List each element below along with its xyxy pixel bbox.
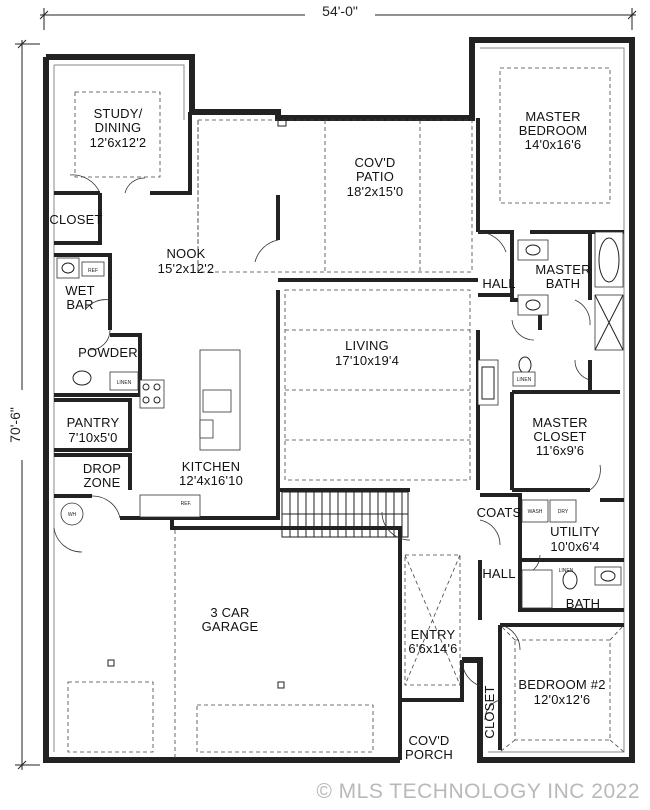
- dry-label: DRY: [558, 509, 569, 515]
- master-closet-name-2: CLOSET: [533, 429, 586, 444]
- hall-master-label: HALL: [482, 276, 515, 291]
- entry-size: 6'6x14'6: [408, 641, 457, 656]
- patio-size: 18'2x15'0: [347, 184, 404, 199]
- fixtures: [56, 117, 624, 689]
- width-dimension: 54'-0": [322, 3, 358, 19]
- wash-label: WASH: [528, 509, 543, 515]
- garage-name-2: GARAGE: [202, 619, 259, 634]
- exterior-walls: [43, 37, 635, 763]
- nook-name: NOOK: [166, 246, 205, 261]
- study-size: 12'6x12'2: [90, 135, 147, 150]
- drop-zone-name-1: DROP: [83, 461, 121, 476]
- study-name-2: DINING: [95, 120, 142, 135]
- study-name-1: STUDY/: [94, 106, 143, 121]
- ceiling-outlines: [67, 67, 625, 760]
- utility-name: UTILITY: [550, 524, 600, 539]
- master-bath-name-1: MASTER: [535, 262, 590, 277]
- porch-name-2: PORCH: [405, 747, 453, 762]
- porch-name-1: COV'D: [408, 733, 449, 748]
- master-closet-size: 11'6x9'6: [536, 443, 584, 458]
- kitchen-size: 12'4x16'10: [179, 473, 243, 488]
- coats-label: COATS: [477, 505, 522, 520]
- linen-label-bath: LINEN: [559, 568, 574, 574]
- bath-label: BATH: [566, 596, 601, 611]
- drop-zone-name-2: ZONE: [84, 475, 121, 490]
- powder-label: POWDER: [78, 345, 138, 360]
- entry-name: ENTRY: [411, 627, 456, 642]
- linen-label-master: LINEN: [517, 377, 532, 383]
- bedroom2-size: 12'0x12'6: [534, 692, 591, 707]
- kitchen-name: KITCHEN: [182, 459, 240, 474]
- hall-bed-label: HALL: [482, 566, 515, 581]
- interior-walls: [54, 112, 624, 760]
- master-bedroom-name-1: MASTER: [525, 109, 580, 124]
- depth-dimension: 70'-6": [7, 407, 23, 443]
- width-dimension-line: [39, 3, 637, 30]
- wet-bar-name-1: WET: [65, 283, 94, 298]
- stairs: [281, 491, 409, 538]
- utility-size: 10'0x6'4: [550, 539, 599, 554]
- living-name: LIVING: [345, 338, 389, 353]
- linen-label-powder: LINEN: [117, 380, 132, 386]
- master-bedroom-name-2: BEDROOM: [519, 123, 588, 138]
- ref-label-wetbar: REF: [88, 268, 98, 274]
- patio-name-1: COV'D: [354, 155, 395, 170]
- closet-bed2-label: CLOSET: [482, 685, 497, 738]
- copyright-watermark: © MLS TECHNOLOGY INC 2022: [316, 780, 640, 803]
- pantry-size: 7'10x5'0: [68, 430, 117, 445]
- master-bath-name-2: BATH: [546, 276, 581, 291]
- bedroom2-name: BEDROOM #2: [518, 677, 605, 692]
- garage-name-1: 3 CAR: [210, 605, 249, 620]
- wet-bar-name-2: BAR: [66, 297, 93, 312]
- door-swings: [53, 174, 601, 721]
- depth-dimension-line: [6, 39, 40, 770]
- nook-size: 15'2x12'2: [158, 261, 215, 276]
- pantry-name: PANTRY: [67, 415, 120, 430]
- wh-label: WH: [68, 512, 77, 518]
- patio-name-2: PATIO: [356, 169, 394, 184]
- master-bedroom-size: 14'0x16'6: [525, 137, 582, 152]
- closet-study-label: CLOSET: [49, 212, 102, 227]
- ref-label-kitchen: REF.: [181, 501, 192, 507]
- master-closet-name-1: MASTER: [532, 415, 587, 430]
- living-size: 17'10x19'4: [335, 353, 399, 368]
